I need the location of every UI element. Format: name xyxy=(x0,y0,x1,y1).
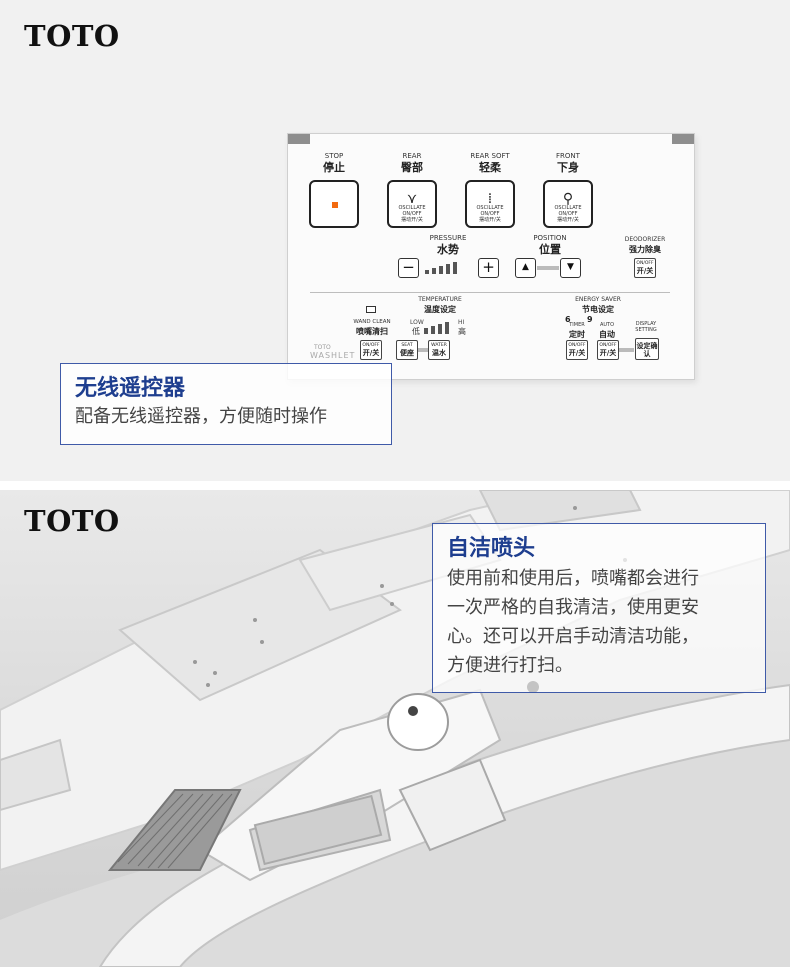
remote-divider xyxy=(310,292,670,293)
section-gap xyxy=(0,481,790,490)
position-down-button[interactable]: ▼ xyxy=(560,258,581,278)
toto-logo-bottom: TOTO xyxy=(24,504,120,538)
soft-spray-icon: ⁞ xyxy=(487,191,493,207)
position-up-button[interactable]: ▲ xyxy=(515,258,536,278)
nozzle-panel-section: TOTO 自洁喷头 使用前和使用后，喷嘴都会进行 一次严格的自我清洁，使用更安 … xyxy=(0,490,790,967)
remote-callout-title: 无线遥控器 xyxy=(75,376,186,401)
toto-logo: TOTO xyxy=(24,19,120,53)
display-setting-label: DISPLAY SETTING xyxy=(635,321,657,333)
stop-led-icon xyxy=(332,202,338,208)
washlet-logo: WASHLET xyxy=(310,351,356,360)
temp-low-en: LOW xyxy=(410,319,424,326)
nozzle-callout-line: 一次严格的自我清洁，使用更安 xyxy=(447,597,699,618)
energy-six: 6 xyxy=(565,315,571,324)
temperature-level-bars xyxy=(424,322,449,334)
temp-hi-cn: 高 xyxy=(458,327,466,336)
battery-icon xyxy=(366,306,376,313)
temp-low-cn: 低 xyxy=(412,327,420,336)
remote-brand-small: TOTO xyxy=(314,344,331,351)
energy-nine: 9 xyxy=(587,315,593,324)
pressure-minus-button[interactable]: − xyxy=(398,258,419,278)
remote-callout: 无线遥控器 配备无线遥控器，方便随时操作 xyxy=(60,363,392,445)
pressure-plus-button[interactable]: + xyxy=(478,258,499,278)
remote-tab-right xyxy=(672,134,694,144)
display-setting-button[interactable]: 设定确认 xyxy=(635,338,659,360)
temp-hi-en: HI xyxy=(458,319,465,326)
seat-water-connector xyxy=(418,348,428,352)
nozzle-callout-line: 方便进行打扫。 xyxy=(447,655,573,676)
pressure-level-bars xyxy=(425,260,457,274)
stop-button[interactable] xyxy=(309,180,359,228)
rear-spray-icon: ⋎ xyxy=(406,191,418,207)
front-spray-icon: ⚲ xyxy=(562,191,574,207)
position-slider-track xyxy=(537,266,559,270)
nozzle-callout-line: 使用前和使用后，喷嘴都会进行 xyxy=(447,568,699,589)
nozzle-callout-line: 心。还可以开启手动清洁功能， xyxy=(447,626,699,647)
remote-tab-left xyxy=(288,134,310,144)
nozzle-callout: 自洁喷头 使用前和使用后，喷嘴都会进行 一次严格的自我清洁，使用更安 心。还可以… xyxy=(432,523,766,693)
energy-connector xyxy=(619,348,634,352)
remote-callout-desc: 配备无线遥控器，方便随时操作 xyxy=(75,406,327,427)
nozzle-callout-title: 自洁喷头 xyxy=(447,536,536,561)
